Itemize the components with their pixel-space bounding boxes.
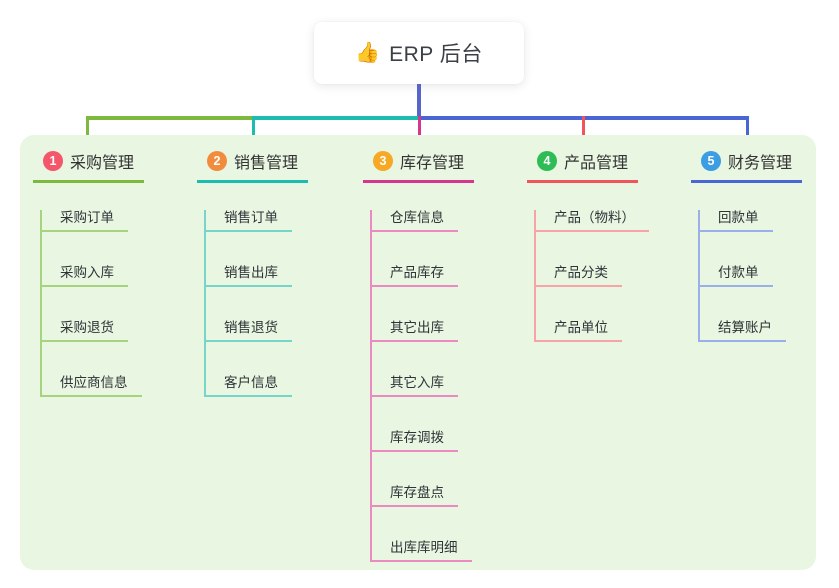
node-payment-bill[interactable]: 付款单 [700,265,773,287]
canvas-panel [20,135,816,570]
node-product-material[interactable]: 产品（物料） [536,210,649,232]
badge-2: 2 [207,151,227,171]
drop-connector-purchase [86,116,89,147]
badge-4: 4 [537,151,557,171]
root-node-label: ERP 后台 [389,43,483,66]
node-customer-info[interactable]: 客户信息 [206,375,292,397]
branch-finance-children: 回款单 付款单 结算账户 [698,210,802,342]
drop-connector-finance [746,116,749,147]
node-purchase-inbound[interactable]: 采购入库 [42,265,128,287]
thumbs-up-icon: 👍 [355,42,381,64]
node-warehouse-info[interactable]: 仓库信息 [372,210,458,232]
root-connector [417,84,421,117]
branch-product: 4 产品管理 产品（物料） 产品分类 产品单位 [527,147,649,342]
branch-product-label: 产品管理 [564,155,629,172]
node-product-category[interactable]: 产品分类 [536,265,622,287]
branch-product-children: 产品（物料） 产品分类 产品单位 [534,210,649,342]
node-other-outbound[interactable]: 其它出库 [372,320,458,342]
node-settlement-account[interactable]: 结算账户 [700,320,786,342]
branch-purchase-children: 采购订单 采购入库 采购退货 供应商信息 [40,210,144,397]
branch-sales-label: 销售管理 [234,155,299,172]
node-purchase-order[interactable]: 采购订单 [42,210,128,232]
drop-connector-product [582,116,585,147]
node-sales-outbound[interactable]: 销售出库 [206,265,292,287]
root-node[interactable]: 👍 ERP 后台 [314,22,524,84]
branch-inventory: 3 库存管理 仓库信息 产品库存 其它出库 其它入库 库存调拨 库存盘点 出库库… [363,147,475,562]
branch-finance-label: 财务管理 [728,155,793,172]
drop-connector-inventory [418,116,421,147]
branch-purchase-header[interactable]: 1 采购管理 [33,147,145,183]
branch-finance: 5 财务管理 回款单 付款单 结算账户 [691,147,803,342]
branch-sales-header[interactable]: 2 销售管理 [197,147,309,183]
branch-sales-children: 销售订单 销售出库 销售退货 客户信息 [204,210,308,397]
branch-inventory-children: 仓库信息 产品库存 其它出库 其它入库 库存调拨 库存盘点 出库库明细 [370,210,474,562]
node-sales-return[interactable]: 销售退货 [206,320,292,342]
node-product-unit[interactable]: 产品单位 [536,320,622,342]
branch-product-header[interactable]: 4 产品管理 [527,147,639,183]
node-product-stock[interactable]: 产品库存 [372,265,458,287]
branch-sales: 2 销售管理 销售订单 销售出库 销售退货 客户信息 [197,147,309,397]
branch-purchase-label: 采购管理 [70,155,135,172]
branch-finance-header[interactable]: 5 财务管理 [691,147,803,183]
node-outbound-detail[interactable]: 出库库明细 [372,540,472,562]
rail-segment-purchase [86,116,254,120]
branch-inventory-label: 库存管理 [400,155,465,172]
drop-connector-sales [252,116,255,147]
node-stock-taking[interactable]: 库存盘点 [372,485,458,507]
badge-3: 3 [373,151,393,171]
branch-inventory-header[interactable]: 3 库存管理 [363,147,475,183]
node-receipt-bill[interactable]: 回款单 [700,210,773,232]
node-sales-order[interactable]: 销售订单 [206,210,292,232]
node-stock-transfer[interactable]: 库存调拨 [372,430,458,452]
rail-segment-sales [254,116,418,120]
badge-1: 1 [43,151,63,171]
node-purchase-return[interactable]: 采购退货 [42,320,128,342]
node-other-inbound[interactable]: 其它入库 [372,375,458,397]
branch-purchase: 1 采购管理 采购订单 采购入库 采购退货 供应商信息 [33,147,145,397]
badge-5: 5 [701,151,721,171]
node-supplier-info[interactable]: 供应商信息 [42,375,142,397]
